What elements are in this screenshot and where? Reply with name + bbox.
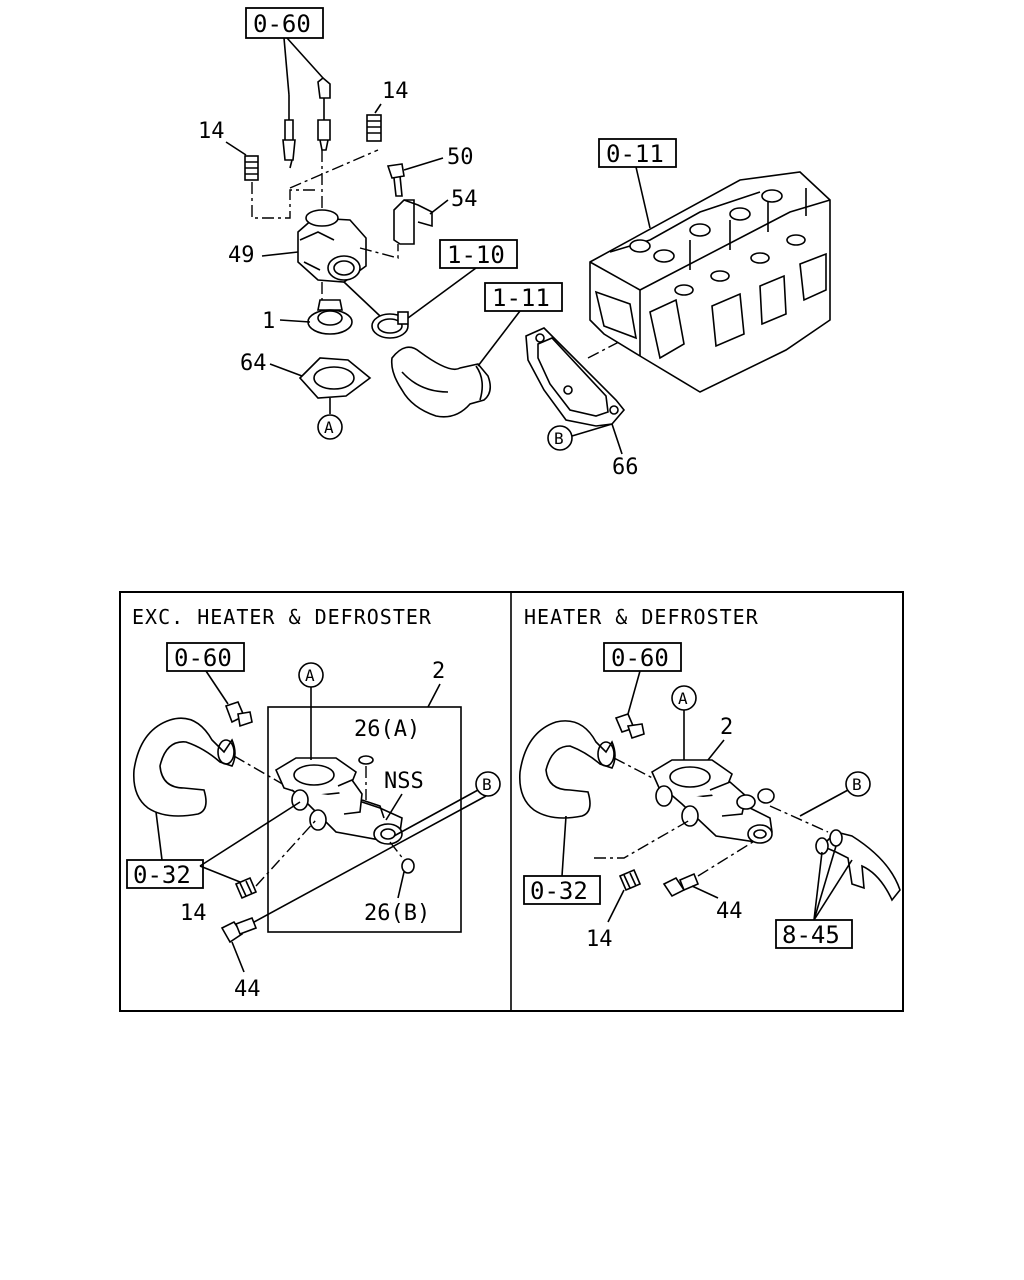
part-label-1: 1 bbox=[262, 309, 275, 334]
ref-box-0-60-right bbox=[603, 642, 682, 672]
part-label-14-left-panel: 14 bbox=[180, 901, 207, 926]
circle-marker-b-top bbox=[547, 425, 573, 451]
ref-box-0-32-right bbox=[523, 875, 601, 905]
part-label-2-left: 2 bbox=[432, 659, 445, 684]
circle-label-b-right: B bbox=[852, 775, 862, 794]
bracket-54 bbox=[393, 199, 433, 245]
ref-box-8-45 bbox=[775, 919, 853, 949]
ref-label-1-11: 1-11 bbox=[492, 284, 550, 312]
ref-label-0-60-left: 0-60 bbox=[174, 644, 232, 672]
part-label-49: 49 bbox=[228, 243, 255, 268]
plug-14-left-panel bbox=[234, 876, 258, 900]
ref-box-0-11 bbox=[598, 138, 677, 168]
ref-label-0-60-right: 0-60 bbox=[611, 644, 669, 672]
housing-group-box bbox=[267, 706, 462, 933]
part-label-66: 66 bbox=[612, 455, 639, 480]
part-label-54: 54 bbox=[451, 187, 478, 212]
ref-label-1-10: 1-10 bbox=[447, 241, 505, 269]
bypass-hose-right bbox=[518, 720, 616, 819]
bolt-50 bbox=[386, 163, 405, 197]
ref-label-0-60-top: 0-60 bbox=[253, 10, 311, 38]
panel-title-left: EXC. HEATER & DEFROSTER bbox=[132, 605, 432, 629]
sensor-left bbox=[224, 701, 253, 728]
circle-marker-a-top bbox=[317, 414, 343, 440]
part-label-nss: NSS bbox=[384, 769, 424, 794]
circle-label-a-right: A bbox=[678, 689, 688, 708]
top-assembly: 0-60 14 14 50 54 bbox=[198, 7, 831, 480]
bolt-44-right bbox=[662, 872, 700, 898]
plug-26a bbox=[358, 755, 374, 765]
gasket-64 bbox=[298, 357, 372, 399]
part-label-26b: 26(B) bbox=[364, 901, 430, 926]
ref-label-0-11: 0-11 bbox=[606, 140, 664, 168]
ref-box-1-11 bbox=[484, 282, 563, 312]
part-label-44-left: 44 bbox=[234, 977, 261, 1002]
radiator-hose bbox=[390, 346, 492, 418]
part-label-64: 64 bbox=[240, 351, 267, 376]
ref-box-0-60-left bbox=[166, 642, 245, 672]
thermostat-housing-2-right bbox=[650, 759, 775, 844]
gasket-66 bbox=[525, 327, 626, 427]
ref-label-8-45: 8-45 bbox=[782, 921, 840, 949]
circle-label-b-top: B bbox=[554, 429, 564, 448]
circle-label-b-left: B bbox=[482, 775, 492, 794]
panel-exc-heater: EXC. HEATER & DEFROSTER 0-60 2 bbox=[126, 605, 501, 1002]
panel-title-right: HEATER & DEFROSTER bbox=[524, 605, 759, 629]
circle-label-a-top: A bbox=[324, 418, 334, 437]
part-label-14-right-panel: 14 bbox=[586, 927, 613, 952]
thermostat-housing-2-left bbox=[274, 757, 403, 845]
circle-marker-b-right bbox=[845, 771, 871, 797]
part-label-14-left: 14 bbox=[198, 119, 225, 144]
plug-14-right bbox=[366, 114, 382, 142]
part-label-14-right: 14 bbox=[382, 79, 409, 104]
part-label-2-right: 2 bbox=[720, 715, 733, 740]
bypass-hose-left bbox=[132, 717, 236, 817]
bolt-44-left bbox=[220, 916, 258, 944]
ref-label-0-32-right: 0-32 bbox=[530, 877, 588, 905]
part-label-26a: 26(A) bbox=[354, 717, 420, 742]
circle-label-a-left: A bbox=[305, 666, 315, 685]
hose-clamp bbox=[371, 311, 409, 339]
heater-pipe bbox=[815, 829, 901, 902]
temperature-sensor bbox=[282, 76, 331, 169]
circle-marker-b-left bbox=[475, 771, 501, 797]
part-label-50: 50 bbox=[447, 145, 474, 170]
ref-box-0-32-left bbox=[126, 859, 204, 889]
part-label-44-right: 44 bbox=[716, 899, 743, 924]
plug-26b bbox=[401, 858, 415, 874]
plug-14-right-panel bbox=[618, 868, 642, 892]
ref-label-0-32-left: 0-32 bbox=[133, 861, 191, 889]
sensor-right bbox=[614, 713, 645, 740]
thermostat-housing-49 bbox=[297, 209, 367, 283]
ref-box-1-10 bbox=[439, 239, 518, 269]
panel-heater: HEATER & DEFROSTER 0-60 A 2 bbox=[518, 605, 901, 952]
cylinder-head bbox=[589, 171, 831, 393]
thermostat-1 bbox=[307, 299, 353, 335]
